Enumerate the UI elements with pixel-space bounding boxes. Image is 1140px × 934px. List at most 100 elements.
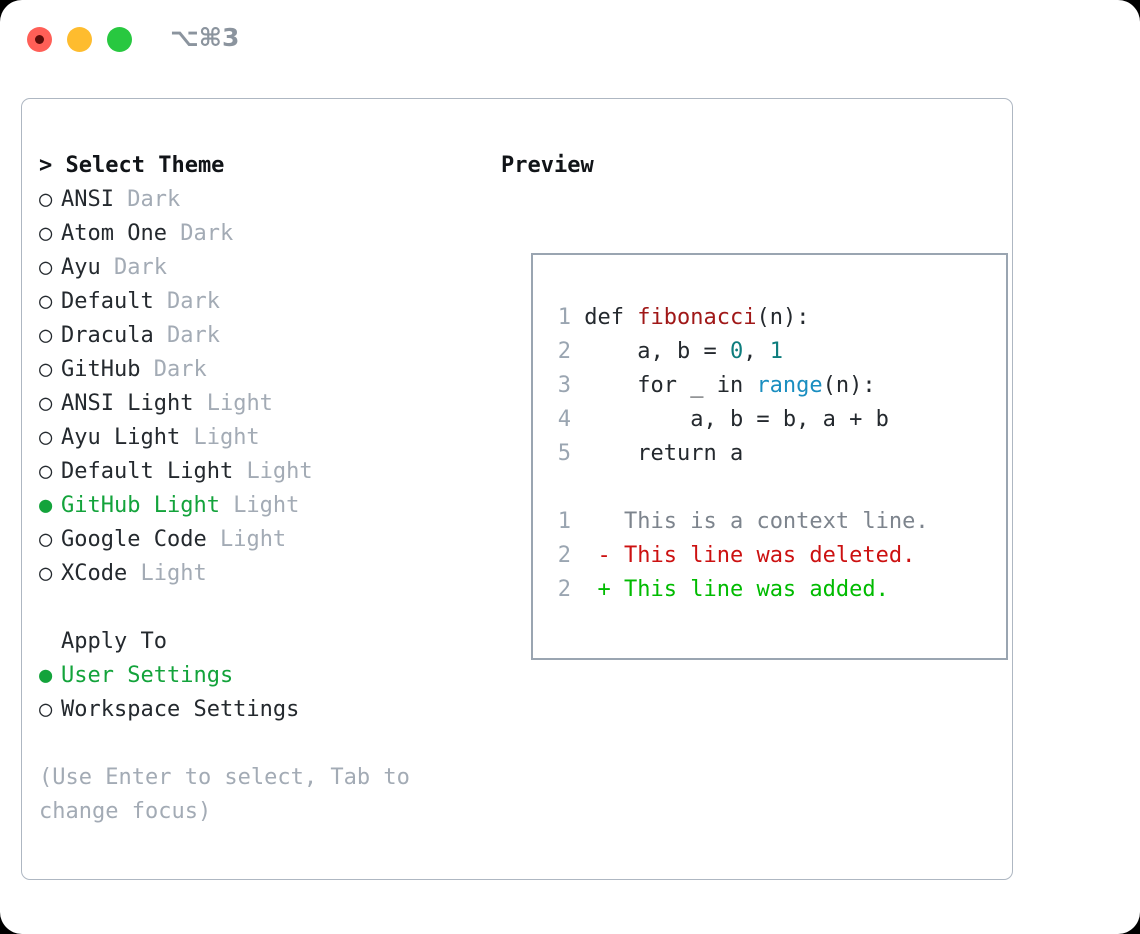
line-number: 2 xyxy=(557,339,571,364)
theme-name-label: XCode xyxy=(61,561,141,586)
radio-unselected-icon[interactable]: ○ xyxy=(39,357,53,382)
theme-list-item[interactable]: ○ Atom One Dark xyxy=(39,217,479,251)
apply-to-option-label: User Settings xyxy=(61,663,234,688)
theme-list-item[interactable]: ○ANSI Dark xyxy=(39,183,479,217)
line-number: 4 xyxy=(557,407,571,432)
theme-list-item[interactable]: ● GitHub Light Light xyxy=(39,489,479,523)
line-number: 1 xyxy=(557,509,571,534)
theme-name-label: Atom One xyxy=(61,221,181,246)
theme-list-item[interactable]: ○ Google Code Light xyxy=(39,523,479,557)
theme-kind-label: Light xyxy=(219,527,287,552)
theme-kind-label: Light xyxy=(193,425,260,450)
code-token-plain: (n): xyxy=(822,373,876,398)
gutter-gap xyxy=(571,407,584,432)
radio-unselected-icon[interactable]: ○ xyxy=(39,323,53,348)
diff-marker xyxy=(571,509,611,534)
theme-list-item[interactable]: ○ ANSI Light Light xyxy=(39,387,479,421)
theme-kind-label: Dark xyxy=(153,357,207,382)
gutter-gap xyxy=(571,305,584,330)
gutter-gap xyxy=(571,339,584,364)
code-line: 3 for _ in range(n): xyxy=(545,369,1002,403)
code-line: 4 a, b = b, a + b xyxy=(545,403,1002,437)
theme-kind-label: Dark xyxy=(180,221,234,246)
theme-name-label: GitHub Light xyxy=(61,493,234,518)
radio-unselected-icon[interactable]: ○ xyxy=(39,425,53,450)
theme-list-item[interactable]: ○Dracula Dark xyxy=(39,319,479,353)
theme-name-label: ANSI Light xyxy=(61,391,207,416)
theme-name-label: Ayu xyxy=(61,255,114,280)
gutter-gap xyxy=(571,373,584,398)
title-bar: ⌥⌘3 xyxy=(0,0,1140,78)
theme-name-label: Ayu Light xyxy=(61,425,194,450)
theme-list-item[interactable]: ○ Default Light Light xyxy=(39,455,479,489)
diff-line-text: This is a context line. xyxy=(610,509,929,534)
apply-to-option-label: Workspace Settings xyxy=(61,697,300,722)
theme-list-item[interactable]: ○ GitHub Dark xyxy=(39,353,479,387)
line-number: 3 xyxy=(557,373,571,398)
preview-column: Preview 1 def fibonacci (n): 2 a, b = 0, 1… xyxy=(501,149,1008,660)
code-line: 2 a, b = 0, 1 xyxy=(545,335,1002,369)
code-token-builtin: range xyxy=(756,373,823,398)
line-number: 2 xyxy=(557,577,571,602)
gutter-gap xyxy=(571,441,584,466)
code-token-plain: , xyxy=(743,339,770,364)
code-spacer xyxy=(545,471,1002,505)
radio-unselected-icon[interactable]: ○ xyxy=(39,391,53,416)
radio-unselected-icon[interactable]: ○ xyxy=(39,187,53,212)
code-token-num: 1 xyxy=(769,339,783,364)
apply-to-heading: Apply To xyxy=(61,629,167,654)
maximize-window-button[interactable] xyxy=(107,27,132,52)
theme-list-item[interactable]: ○ Ayu Dark xyxy=(39,251,479,285)
theme-kind-label: Dark xyxy=(166,323,220,348)
main-panel: > Select Theme ○ANSI Dark○Atom One Dark○… xyxy=(21,98,1013,880)
close-window-button[interactable] xyxy=(27,27,52,52)
theme-kind-label: Dark xyxy=(113,255,167,280)
apply-to-option[interactable]: ● User Settings xyxy=(39,659,479,693)
radio-unselected-icon[interactable]: ○ xyxy=(39,527,53,552)
line-number: 1 xyxy=(557,305,571,330)
theme-name-label: Default xyxy=(61,289,167,314)
diff-line-text: This line was deleted. xyxy=(610,543,916,568)
apply-to-options[interactable]: ● User Settings ○ Workspace Settings xyxy=(39,659,479,727)
code-token-num: 0 xyxy=(729,339,744,364)
radio-unselected-icon[interactable]: ○ xyxy=(39,289,53,314)
theme-list-item[interactable]: ○ Ayu Light Light xyxy=(39,421,479,455)
radio-selected-icon[interactable]: ● xyxy=(39,493,53,518)
theme-kind-label: Light xyxy=(206,391,273,416)
code-token-plain: def xyxy=(584,305,638,330)
radio-unselected-icon[interactable]: ○ xyxy=(39,255,53,280)
code-token-plain: a, b = b, a + b xyxy=(584,407,889,432)
radio-selected-icon[interactable]: ● xyxy=(39,663,53,688)
theme-kind-label: Light xyxy=(233,493,300,518)
apply-to-option[interactable]: ○ Workspace Settings xyxy=(39,693,479,727)
line-number: 5 xyxy=(557,441,571,466)
radio-unselected-icon[interactable]: ○ xyxy=(39,459,53,484)
theme-list-item[interactable]: ○XCode Light xyxy=(39,557,479,591)
theme-name-label: Default Light xyxy=(61,459,247,484)
theme-name-label: GitHub xyxy=(61,357,154,382)
preview-heading: Preview xyxy=(501,153,594,178)
diff-line-context: 1 This is a context line. xyxy=(545,505,1002,539)
theme-name-label: Google Code xyxy=(61,527,220,552)
diff-marker: + xyxy=(571,577,611,602)
theme-list-item[interactable]: ○Default Dark xyxy=(39,285,479,319)
code-token-func: fibonacci xyxy=(637,305,757,330)
theme-kind-label: Light xyxy=(246,459,313,484)
keyboard-shortcut-label: ⌥⌘3 xyxy=(170,23,240,52)
theme-list[interactable]: ○ANSI Dark○Atom One Dark○Ayu Dark○Defaul… xyxy=(39,183,479,591)
radio-unselected-icon[interactable]: ○ xyxy=(39,561,53,586)
diff-line-add: 2 + This line was added. xyxy=(545,573,1002,607)
apply-to-section: Apply To ● User Settings ○ Workspace Settin… xyxy=(39,625,479,727)
code-line: 5 return a xyxy=(545,437,1002,471)
radio-unselected-icon[interactable]: ○ xyxy=(39,221,53,246)
diff-line-del: 2 - This line was deleted. xyxy=(545,539,1002,573)
theme-kind-label: Dark xyxy=(127,187,181,212)
minimize-window-button[interactable] xyxy=(67,27,92,52)
keyboard-hint-text: (Use Enter to select, Tab to change focu… xyxy=(39,765,424,824)
line-number: 2 xyxy=(557,543,571,568)
code-token-plain: return a xyxy=(584,441,744,466)
radio-unselected-icon[interactable]: ○ xyxy=(39,697,53,722)
select-theme-heading: > Select Theme xyxy=(39,153,225,178)
